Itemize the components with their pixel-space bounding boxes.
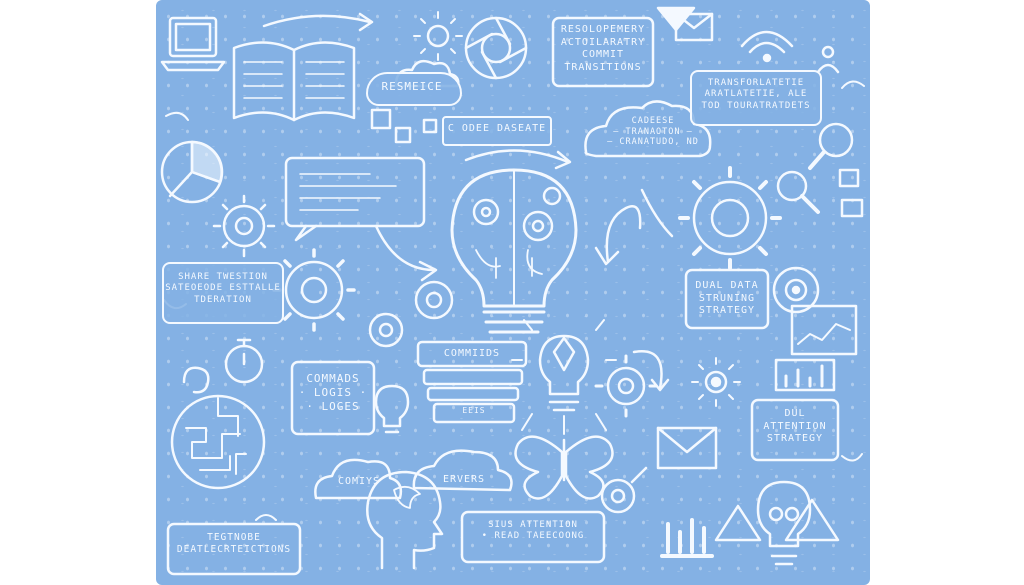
target-icon (600, 466, 648, 514)
brain-icon (170, 394, 266, 490)
pie-chart-icon (160, 140, 224, 204)
head-profile-icon (366, 470, 444, 570)
open-book-icon (232, 41, 356, 122)
bar-chart-icon (660, 518, 714, 558)
doodle-artwork (160, 6, 865, 576)
line-chart-icon (790, 304, 858, 356)
magnifier-icon (776, 122, 854, 214)
wifi-icon (740, 30, 794, 63)
label-commads: COMMADS · LOGIS · · LOGES (298, 372, 368, 413)
box-transforlatetie (690, 70, 822, 126)
label-eeis: EEIS (462, 406, 486, 415)
butterfly-icon (514, 435, 614, 500)
sun-icon (413, 11, 463, 61)
arrow-icon (262, 12, 374, 32)
illustration-canvas: RESMEICE RESOLOPEMERY ACTOILARATRY COMMI… (156, 0, 870, 585)
label-resolopemery: RESOLOPEMERY ACTOILARATRY COMMIT TRANSIT… (560, 24, 646, 73)
lightbulb-icon (511, 319, 617, 435)
label-code-dasfate: C ODEE DASEATE (447, 123, 547, 134)
box-code-dasfate (442, 116, 552, 146)
sun-icon (691, 357, 741, 407)
box-share-twestion (162, 262, 284, 324)
cloud-resmeice (366, 72, 462, 106)
label-tegtnobe: TEGTNOBE DEATLECRTEICTIONS (176, 532, 292, 555)
lightbulb-icon (450, 168, 578, 334)
gear-icon (678, 166, 782, 270)
label-ervers: ERVERS (442, 474, 486, 485)
label-cadeese: CADEESE – TRANAOTON – – CRANATUDO, ND (607, 116, 699, 148)
label-comiys: COMIYS (337, 476, 381, 487)
label-dual-data: DUAL DATA STRUNING STRATEGY (695, 280, 759, 316)
gear-icon (472, 186, 562, 242)
person-icon (816, 45, 840, 74)
laptop-icon (160, 16, 226, 72)
aperture-icon (464, 16, 528, 80)
label-resmeice: RESMEICE (381, 80, 443, 93)
label-sius-attention: SIUS ATTENTION • READ TAEECOONG (481, 520, 585, 542)
label-share-twestion: SHARE TWESTION SATEOEODE ESTTALLE TDERAT… (165, 272, 281, 305)
envelope-icon (656, 6, 714, 42)
label-dul-attention: DUL ATTENTION STRATEGY (763, 408, 827, 444)
cloud-icon (394, 59, 460, 88)
lightbulb-icon (756, 480, 812, 566)
label-transforlatetie: TRANSFORLATETIE ARATLATETIE, ALE TOD TOU… (701, 78, 811, 111)
stopwatch-icon (224, 338, 264, 384)
envelope-icon (656, 426, 718, 470)
target-icon (772, 266, 820, 314)
gear-icon (594, 354, 658, 418)
lightbulb-icon (374, 384, 410, 434)
label-commiids: COMMIIDS (443, 348, 501, 359)
mountain-icon (714, 498, 840, 542)
gear-icon (212, 194, 276, 258)
bar-chart-icon (774, 358, 836, 392)
